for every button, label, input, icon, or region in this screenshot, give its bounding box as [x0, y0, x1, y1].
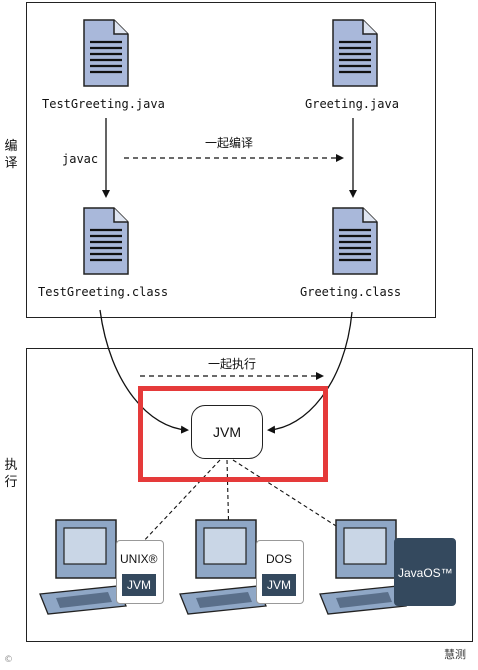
execute-side-text: 执行: [4, 458, 18, 490]
jvm-to-javaos-line: [232, 459, 359, 541]
class-right-filename: Greeting.class: [300, 285, 402, 299]
javaos-computer-icon: [319, 519, 407, 615]
jvm-highlight-frame: [138, 386, 328, 482]
unix-jvm-tag: JVM: [122, 574, 156, 596]
unix-platform-name: UNIX®: [120, 552, 158, 566]
javac-label: javac: [62, 152, 99, 166]
compile-together-label: 一起编译: [205, 136, 254, 150]
execute-side-label: 执行: [3, 457, 19, 491]
jvm-node-label: JVM: [213, 424, 241, 440]
javaos-platform-name: JavaOS™: [398, 566, 453, 580]
compile-side-text: 编译: [4, 139, 18, 171]
watermark-left: ©: [4, 655, 13, 665]
compile-side-label: 编译: [3, 138, 19, 172]
source-right-document-icon: [332, 19, 378, 87]
jvm-node: JVM: [191, 405, 263, 459]
dos-platform-name: DOS: [266, 552, 293, 566]
class-left-filename: TestGreeting.class: [38, 285, 169, 299]
source-left-filename: TestGreeting.java: [42, 97, 165, 111]
javaos-platform-card: [394, 538, 456, 606]
class-right-document-icon: [332, 207, 378, 275]
source-right-filename: Greeting.java: [305, 97, 399, 111]
class-left-to-jvm-curve: [99, 309, 189, 434]
source-left-document-icon: [83, 19, 129, 87]
jvm-to-unix-line: [139, 459, 221, 546]
dos-jvm-tag: JVM: [262, 574, 296, 596]
class-left-document-icon: [83, 207, 129, 275]
class-right-to-jvm-curve: [267, 311, 353, 434]
unix-computer-icon: [39, 519, 127, 615]
dos-computer-icon: [179, 519, 267, 615]
execute-together-label: 一起执行: [208, 357, 257, 371]
watermark-right: 慧测: [444, 648, 466, 661]
